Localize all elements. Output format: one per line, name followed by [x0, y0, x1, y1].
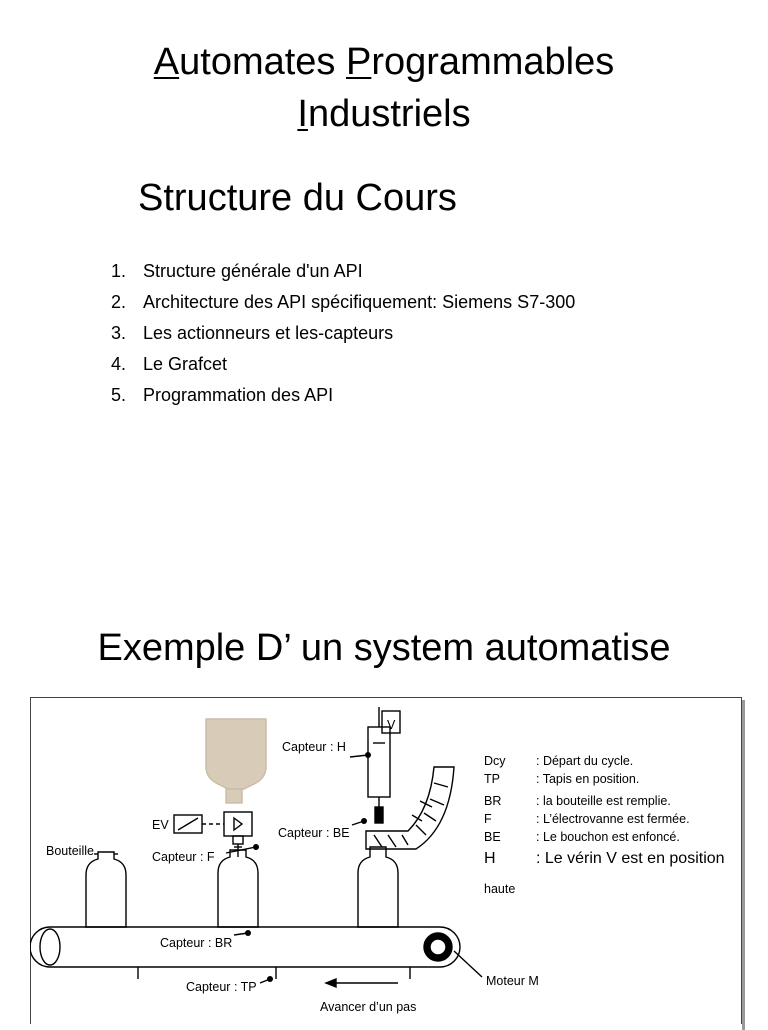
avancer-label: Avancer d’un pas — [320, 1000, 416, 1014]
legend: Dcy : Départ du cycle. TP : Tapis en pos… — [484, 754, 725, 896]
capteur-tp-label: Capteur : TP — [186, 980, 257, 994]
svg-text:: la bouteille est remplie.: : la bouteille est remplie. — [536, 794, 671, 808]
list-item: 5.Programmation des API — [111, 385, 334, 405]
list-item: 3.Les actionneurs et les-capteurs — [111, 323, 394, 343]
hopper-nozzle-icon — [225, 788, 243, 804]
svg-text:: Départ du cycle.: : Départ du cycle. — [536, 754, 633, 768]
conveyor-belt-icon — [30, 926, 461, 968]
electrovalve-body-icon — [223, 811, 253, 837]
svg-text:H: H — [484, 850, 496, 867]
course-outline-list: 1.Structure générale d'un API 2.Architec… — [111, 260, 631, 415]
svg-text:TP: TP — [484, 772, 500, 786]
svg-text:: L’électrovanne est fermée.: : L’électrovanne est fermée. — [536, 812, 690, 826]
automated-system-diagram: Capteur : H V EV Capteur : BE Bouteille … — [30, 707, 725, 1014]
cylinder-v-icon — [367, 726, 391, 798]
bottle-icon — [217, 849, 259, 928]
svg-text:Dcy: Dcy — [484, 754, 506, 768]
svg-text:: Tapis en position.: : Tapis en position. — [536, 772, 639, 786]
valve-v-icon — [381, 710, 401, 734]
capteur-be-label: Capteur : BE — [278, 826, 350, 840]
list-item: 4.Le Grafcet — [111, 354, 228, 374]
bottle-icon — [85, 851, 127, 928]
title-line-1: Automates Programmables — [153, 41, 615, 83]
example-heading: Exemple D’ un system automatise — [97, 627, 671, 669]
ev-label: EV — [152, 818, 169, 832]
svg-text:: Le bouchon est enfoncé.: : Le bouchon est enfoncé. — [536, 830, 680, 844]
svg-text:BE: BE — [484, 830, 501, 844]
capteur-br-label: Capteur : BR — [160, 936, 232, 950]
diagram-frame — [30, 697, 745, 1030]
svg-text:haute: haute — [484, 882, 515, 896]
bottle-icon — [357, 846, 399, 928]
cylinder-v-label: V — [387, 718, 396, 732]
svg-text:F: F — [484, 812, 492, 826]
hopper-icon — [205, 718, 267, 790]
page-title: Automates Programmables Industriels — [0, 36, 768, 140]
capteur-f-label: Capteur : F — [152, 850, 215, 864]
svg-text:BR: BR — [484, 794, 501, 808]
cap-chute-icon — [365, 766, 455, 850]
moteur-label: Moteur M — [486, 974, 539, 988]
title-line-2: Industriels — [297, 93, 471, 135]
course-structure-heading: Structure du Cours — [138, 177, 457, 219]
bouteille-label: Bouteille — [46, 844, 94, 858]
svg-text:: Le vérin V est en position: : Le vérin V est en position — [536, 850, 725, 867]
capteur-h-label: Capteur : H — [282, 740, 346, 754]
list-item: 2.Architecture des API spécifiquement: S… — [111, 292, 576, 312]
list-item: 1.Structure générale d'un API — [111, 261, 363, 281]
